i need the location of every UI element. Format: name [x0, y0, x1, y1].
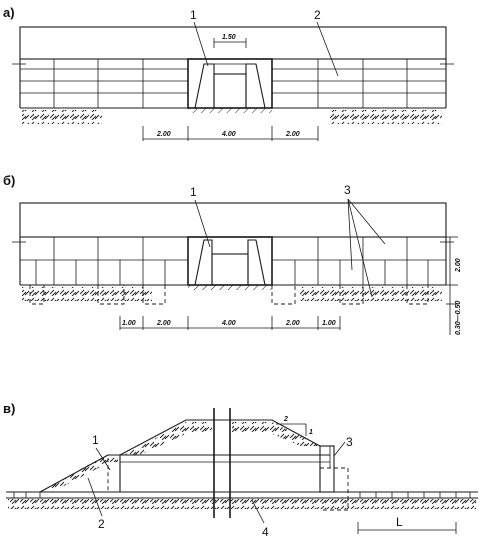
panel-a-foundation: [188, 108, 272, 113]
panel-a-callout-1: 1: [190, 8, 197, 22]
panel-a-blocks: [12, 59, 454, 109]
panel-b-side-dim-0: 2.00: [455, 258, 462, 273]
panel-b-dim-3: 2.00: [285, 320, 300, 327]
panel-a-top-dimension: 1.50: [213, 34, 247, 48]
panel-a-dim-0: 2.00: [156, 131, 171, 138]
panel-c-letter: в): [3, 401, 15, 416]
panel-a-dim-1-50: 1.50: [222, 34, 236, 41]
panel-b-top-band: [19, 202, 447, 238]
panel-a-leader-2: [316, 21, 339, 77]
panel-c-left-slope-fill: [44, 456, 118, 490]
panel-c-left-dashed: [79, 454, 109, 492]
panel-b: б): [3, 173, 462, 335]
panel-b-ground-left: [22, 287, 152, 301]
panel-a-leader-1: [193, 21, 209, 67]
panel-a-callout-2: 2: [314, 8, 321, 22]
panel-c-callout-4: 4: [262, 525, 269, 539]
panel-b-callout-3: 3: [344, 183, 351, 197]
panel-a-ground-right: [330, 110, 442, 124]
panel-b-blocks: [12, 237, 454, 286]
panel-c-length-dimension: L: [357, 515, 457, 534]
panel-c-callout-1: 1: [92, 433, 99, 447]
panel-a-dim-1: 4.00: [221, 131, 236, 138]
panel-b-foundation: [188, 285, 272, 290]
panel-a-top-band: [19, 26, 447, 60]
panel-c-mound-outline: [119, 419, 321, 456]
panel-b-side-dimensions: 2.00 0.30—0.50: [446, 236, 462, 335]
panel-c-slope-mark-2: 2: [283, 416, 288, 423]
panel-b-side-dim-1: 0.30—0.50: [455, 301, 462, 335]
panel-c-leader-3: [333, 441, 346, 457]
panel-c-leader-4: [251, 499, 265, 524]
panel-c-length-label: L: [396, 515, 403, 529]
panel-a-ground-left: [22, 110, 102, 124]
panel-c-leader-1: [95, 447, 111, 471]
panel-b-leaders-3: [347, 198, 386, 298]
panel-c-mound-fill-right: [232, 422, 320, 446]
panel-c-callout-2: 2: [98, 517, 105, 531]
panel-a-culvert: [187, 58, 273, 109]
panel-b-bottom-dimensions: 1.00 2.00 4.00 2.00 1.00: [119, 316, 341, 330]
panel-b-leader-1: [194, 199, 211, 248]
panel-b-callout-1: 1: [190, 185, 197, 199]
panel-c-mound-fill-left: [124, 422, 212, 455]
panel-b-footings: [29, 285, 429, 305]
panel-a: а): [3, 5, 454, 141]
panel-c-leader-2: [87, 477, 103, 517]
panel-c-slope-mark-1: 1: [309, 429, 313, 436]
panel-c: в): [3, 401, 478, 539]
panel-a-bottom-dimensions: 2.00 4.00 2.00: [142, 126, 319, 141]
panel-b-letter: б): [3, 173, 15, 188]
panel-c-slope-ratio: 2 1: [276, 416, 313, 436]
panel-b-culvert: [187, 236, 273, 286]
panel-b-dim-4: 1.00: [322, 320, 336, 327]
panel-b-dim-1: 2.00: [156, 320, 171, 327]
panel-b-dim-0: 1.00: [122, 320, 136, 327]
panel-c-callout-3: 3: [346, 435, 353, 449]
panel-a-dim-2: 2.00: [285, 131, 300, 138]
panel-a-letter: а): [3, 5, 15, 20]
panel-c-ground: [6, 491, 478, 509]
panel-b-dim-2: 4.00: [221, 320, 236, 327]
